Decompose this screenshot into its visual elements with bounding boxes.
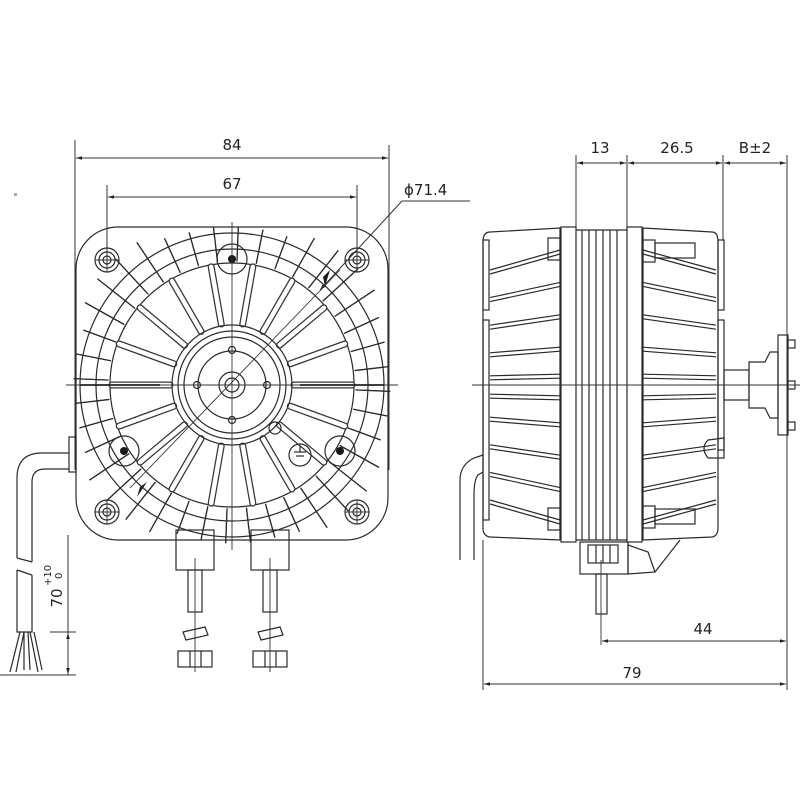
dimension-overall-length: 79 bbox=[482, 540, 786, 690]
dim-phi-71-4-label: ϕ71.4 bbox=[404, 181, 447, 199]
dim-44-label: 44 bbox=[693, 620, 712, 638]
rear-flange-top bbox=[482, 239, 490, 311]
screw-boss-left bbox=[108, 435, 140, 467]
front-view: 84 67 ϕ71.4 bbox=[0, 136, 470, 676]
stator-plate-left bbox=[560, 226, 577, 543]
dim-67-label: 67 bbox=[222, 175, 241, 193]
side-view: 13 26.5 B±2 bbox=[459, 139, 800, 690]
side-lug bbox=[703, 437, 725, 459]
rotation-mark-top-right bbox=[323, 270, 330, 286]
dim-70-tol-upper: +10 bbox=[43, 565, 54, 586]
dim-26-5-label: 26.5 bbox=[660, 139, 693, 157]
front-flange-top bbox=[717, 239, 725, 311]
hub-small-boss bbox=[268, 421, 282, 435]
dimension-bolt-circle: ϕ71.4 bbox=[319, 181, 470, 291]
dim-70-tol-lower: 0 bbox=[54, 573, 65, 579]
terminal-left bbox=[175, 529, 215, 672]
screw-boss-right bbox=[324, 435, 356, 467]
terminal-right bbox=[250, 529, 290, 672]
dimension-cable-length: 70 +10 0 bbox=[0, 535, 76, 676]
dimension-overall-width: 84 bbox=[74, 136, 390, 470]
inner-spokes bbox=[108, 263, 356, 507]
rear-fins bbox=[489, 249, 561, 525]
rotation-mark-bottom-left bbox=[137, 482, 147, 497]
side-cable-outer bbox=[459, 454, 484, 560]
side-cable-inner bbox=[473, 471, 484, 560]
bolt-head-bottom-left bbox=[547, 507, 561, 531]
terminal-block bbox=[579, 539, 681, 645]
front-housing bbox=[642, 227, 719, 541]
dim-79-label: 79 bbox=[622, 664, 641, 682]
rear-flange-bottom bbox=[482, 319, 490, 521]
rear-housing bbox=[482, 227, 561, 541]
dimension-terminal-offset: 44 bbox=[602, 620, 786, 643]
dimension-top-chain: 13 26.5 B±2 bbox=[575, 139, 788, 690]
dim-84-label: 84 bbox=[222, 136, 241, 154]
dim-b-tolerance-label: B±2 bbox=[739, 139, 771, 157]
diagonal-centerline bbox=[129, 269, 341, 489]
power-cable bbox=[9, 436, 77, 673]
radial-fins bbox=[73, 226, 391, 544]
front-fins bbox=[642, 249, 717, 525]
bolt-shank-top-right bbox=[654, 242, 696, 259]
dim-13-label: 13 bbox=[590, 139, 609, 157]
stray-dot bbox=[14, 193, 17, 196]
dim-70-label: 70 bbox=[48, 588, 66, 607]
bolt-head-top-left bbox=[547, 237, 561, 261]
stator-plate-right bbox=[626, 226, 643, 543]
earth-symbol-icon bbox=[288, 443, 312, 467]
bolt-shank-bottom-right bbox=[654, 508, 696, 525]
